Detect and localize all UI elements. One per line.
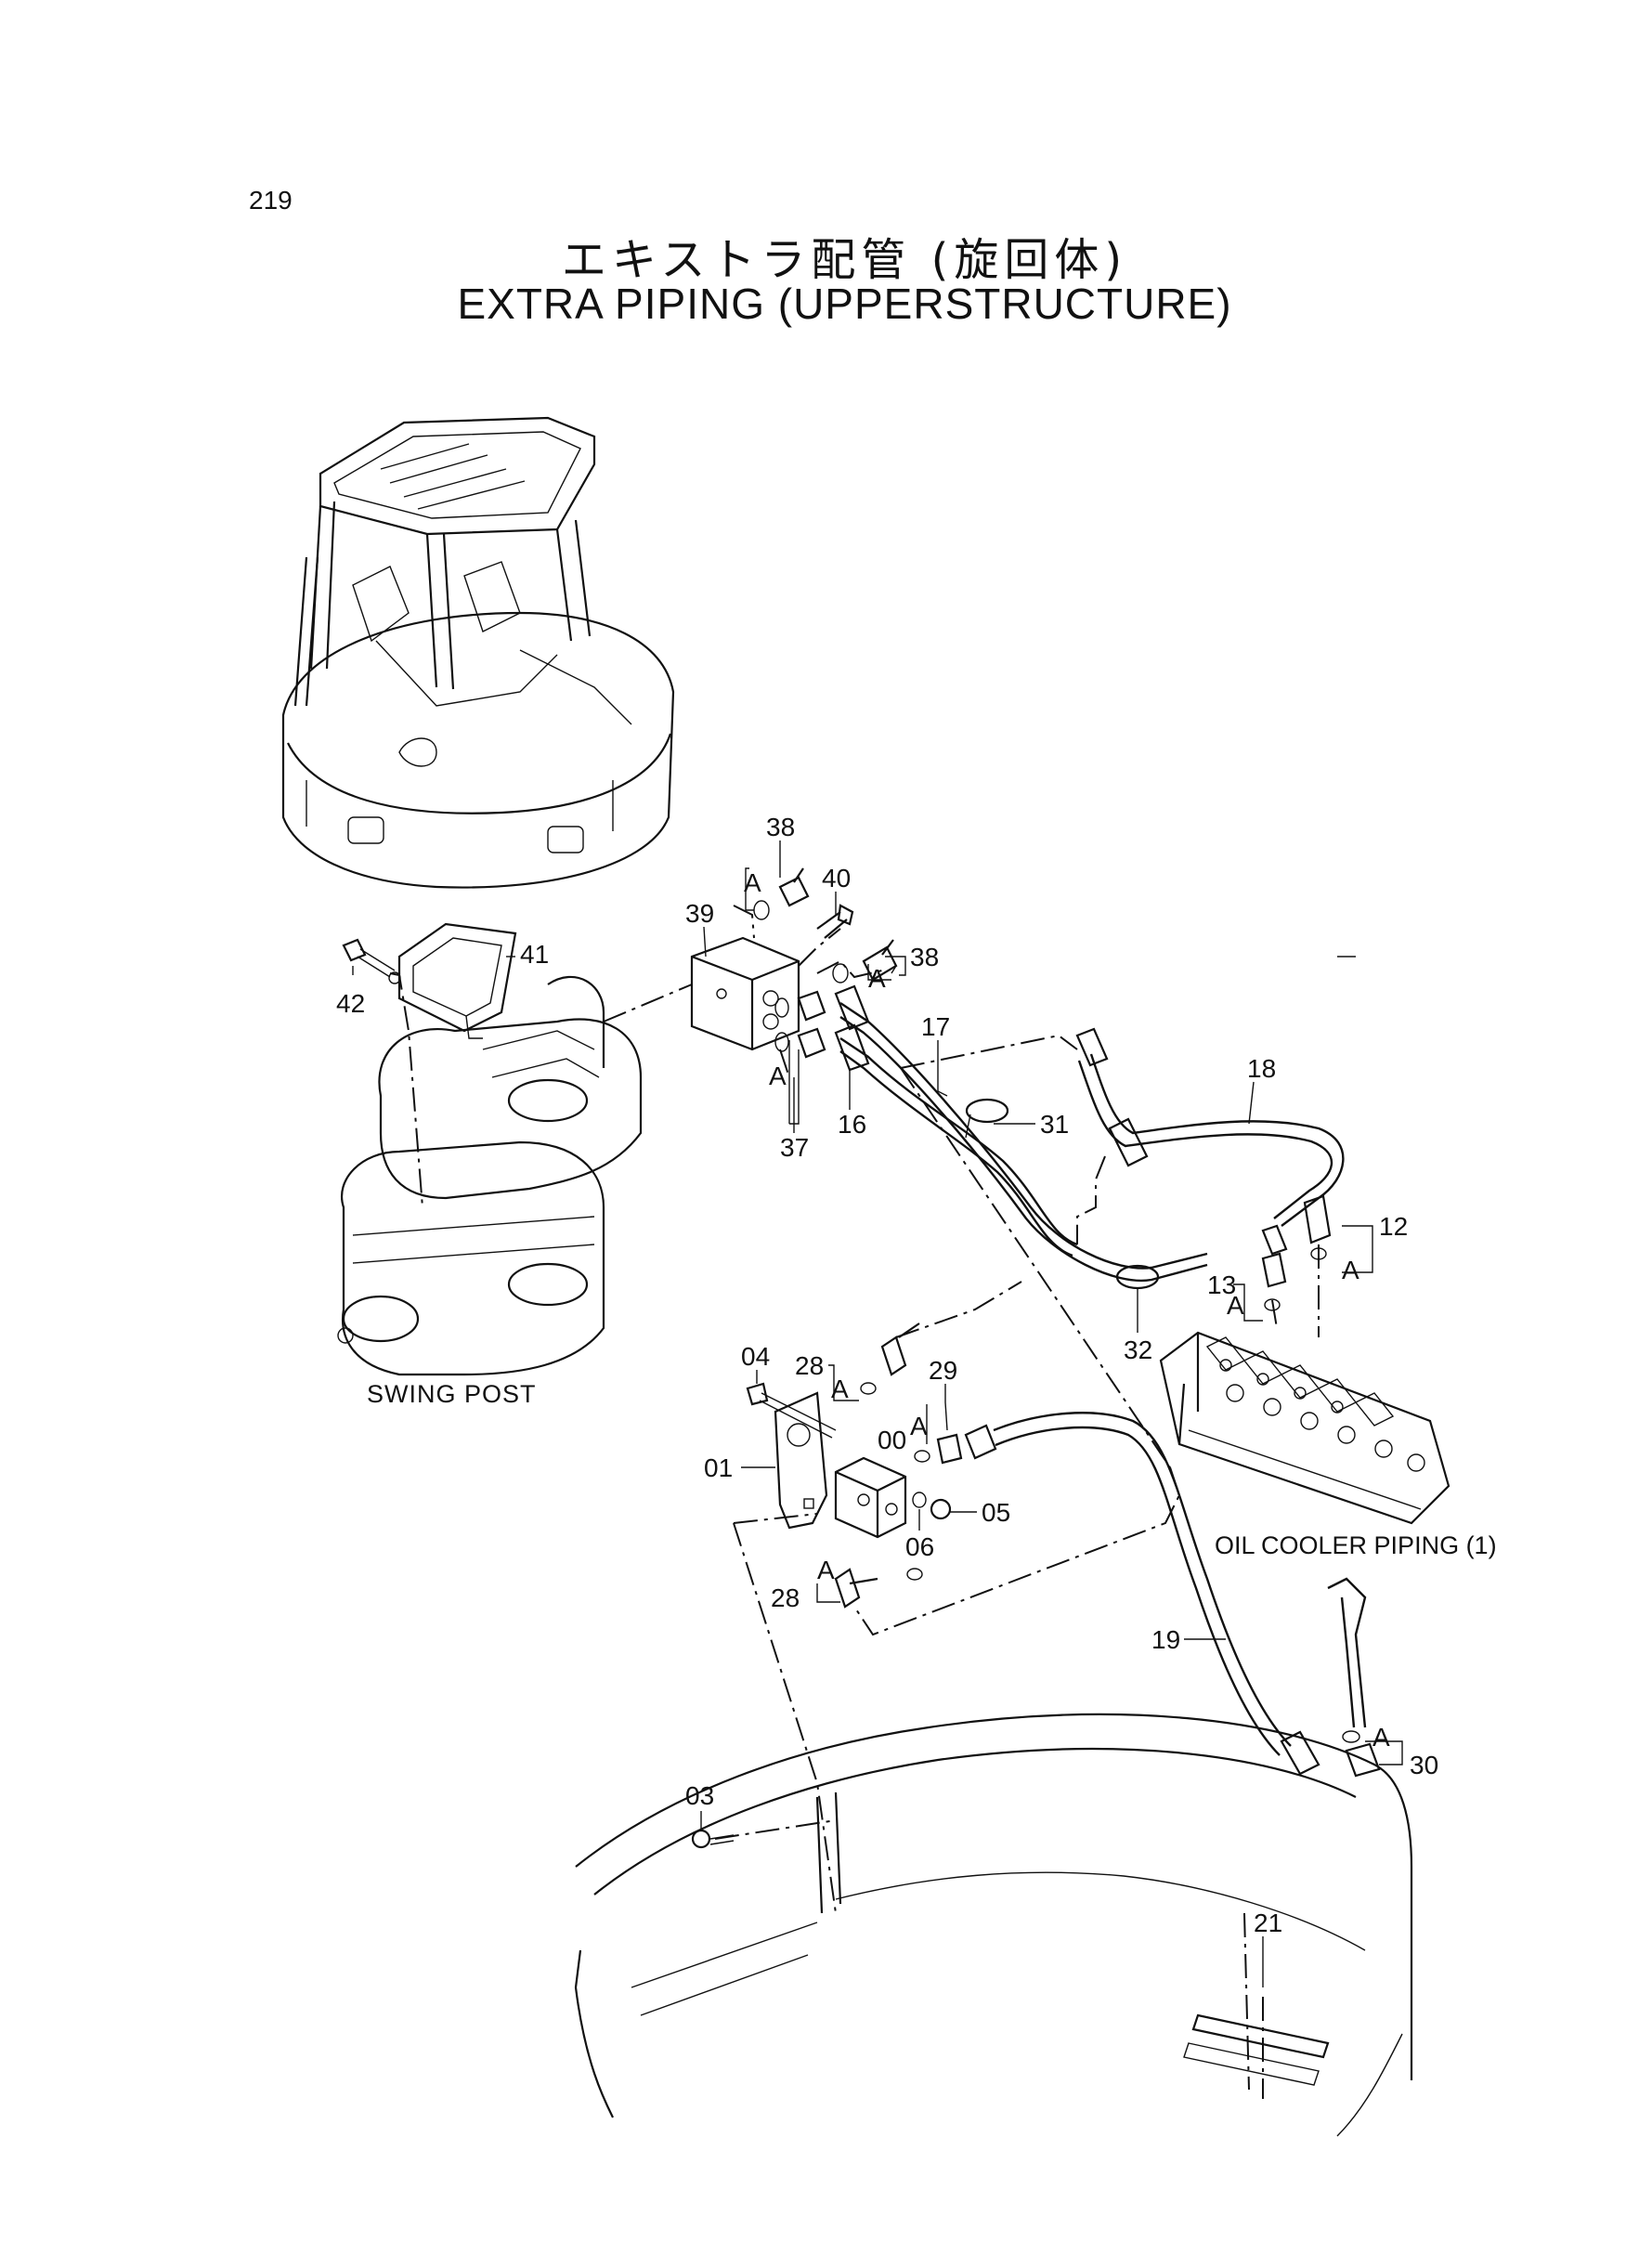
page-title-japanese: エキストラ配管 (旋回体): [561, 234, 1128, 286]
oil-cooler-piping-label: OIL COOLER PIPING (1): [1215, 1531, 1497, 1559]
hoses-16-17: [834, 984, 1208, 1283]
part-13-fitting: [1261, 1224, 1288, 1311]
part-41-cover: [397, 922, 517, 1039]
callout-41: 41: [520, 940, 549, 969]
callout-31: 31: [1040, 1110, 1069, 1139]
callout-37: 37: [780, 1133, 809, 1162]
part-40-bolt: [816, 904, 854, 939]
part-01-bracket: [774, 1391, 828, 1530]
rear-cover-illustration: [574, 1713, 1413, 2137]
hose-18: [1075, 1027, 1345, 1227]
oil-cooler-pipe: [1327, 1577, 1367, 1728]
part-21-decal: [1183, 2013, 1330, 2086]
callout-03: 03: [685, 1781, 714, 1810]
detail-marker-a: A: [1372, 1723, 1390, 1752]
callout-39: 39: [685, 899, 714, 928]
assembly-centerlines: [389, 905, 1320, 2099]
callout-05: 05: [982, 1498, 1010, 1527]
detail-marker-a: A: [1227, 1291, 1244, 1320]
page-number: 219: [249, 186, 293, 215]
detail-marker-a: A: [744, 868, 761, 897]
part-42-bolt: [342, 938, 401, 984]
control-valve-illustration: [1159, 1331, 1450, 1525]
part-callouts: 38 40 39 38 41 42 17 18 31 37 16 12 13 3…: [336, 813, 1438, 1937]
callout-19: 19: [1151, 1625, 1180, 1654]
detail-marker-a: A: [910, 1412, 928, 1440]
callout-30: 30: [1410, 1751, 1438, 1779]
part-00-block: [834, 1456, 907, 1539]
part-32-clamp: [1115, 1264, 1160, 1309]
callout-17: 17: [921, 1012, 950, 1041]
callout-04: 04: [741, 1342, 770, 1371]
callout-28: 28: [771, 1583, 800, 1612]
callout-32: 32: [1124, 1335, 1152, 1364]
detail-marker-a: A: [769, 1062, 787, 1090]
callout-40: 40: [822, 864, 851, 892]
part-30-fitting: [1342, 1730, 1381, 1778]
callout-38: 38: [910, 943, 939, 971]
swing-post-illustration: [337, 975, 643, 1376]
swing-post-label: SWING POST: [367, 1380, 537, 1408]
part-05-06-nut-washer: [912, 1492, 952, 1520]
part-04-bolt: [746, 1382, 837, 1439]
callout-28: 28: [795, 1351, 824, 1380]
detail-marker-a: A: [831, 1375, 849, 1403]
part-31-clamp: [965, 1098, 1009, 1139]
callout-01: 01: [704, 1453, 733, 1482]
part-03-bolt: [691, 1829, 735, 1849]
callout-00: 00: [878, 1426, 906, 1454]
callout-18: 18: [1247, 1054, 1276, 1083]
callout-38: 38: [766, 813, 795, 841]
callout-16: 16: [838, 1110, 866, 1139]
detail-marker-a: A: [868, 964, 886, 993]
callout-42: 42: [336, 989, 365, 1018]
detail-marker-a: A: [1342, 1256, 1359, 1284]
detail-markers: A A A A A A A A A: [744, 868, 1390, 1752]
excavator-cab-illustration: [281, 416, 675, 889]
hose-19: [964, 1412, 1320, 1776]
callout-29: 29: [929, 1356, 957, 1385]
page-title-english: EXTRA PIPING (UPPERSTRUCTURE): [457, 280, 1232, 328]
callout-leader-lines: [352, 840, 1403, 1987]
callout-12: 12: [1379, 1212, 1408, 1241]
part-37-fittings: [774, 990, 826, 1059]
callout-21: 21: [1254, 1909, 1282, 1937]
callout-13: 13: [1207, 1270, 1236, 1299]
callout-06: 06: [905, 1532, 934, 1561]
part-39-block: [690, 936, 800, 1051]
detail-marker-a: A: [817, 1556, 835, 1584]
part-29-fitting: [914, 1433, 963, 1465]
